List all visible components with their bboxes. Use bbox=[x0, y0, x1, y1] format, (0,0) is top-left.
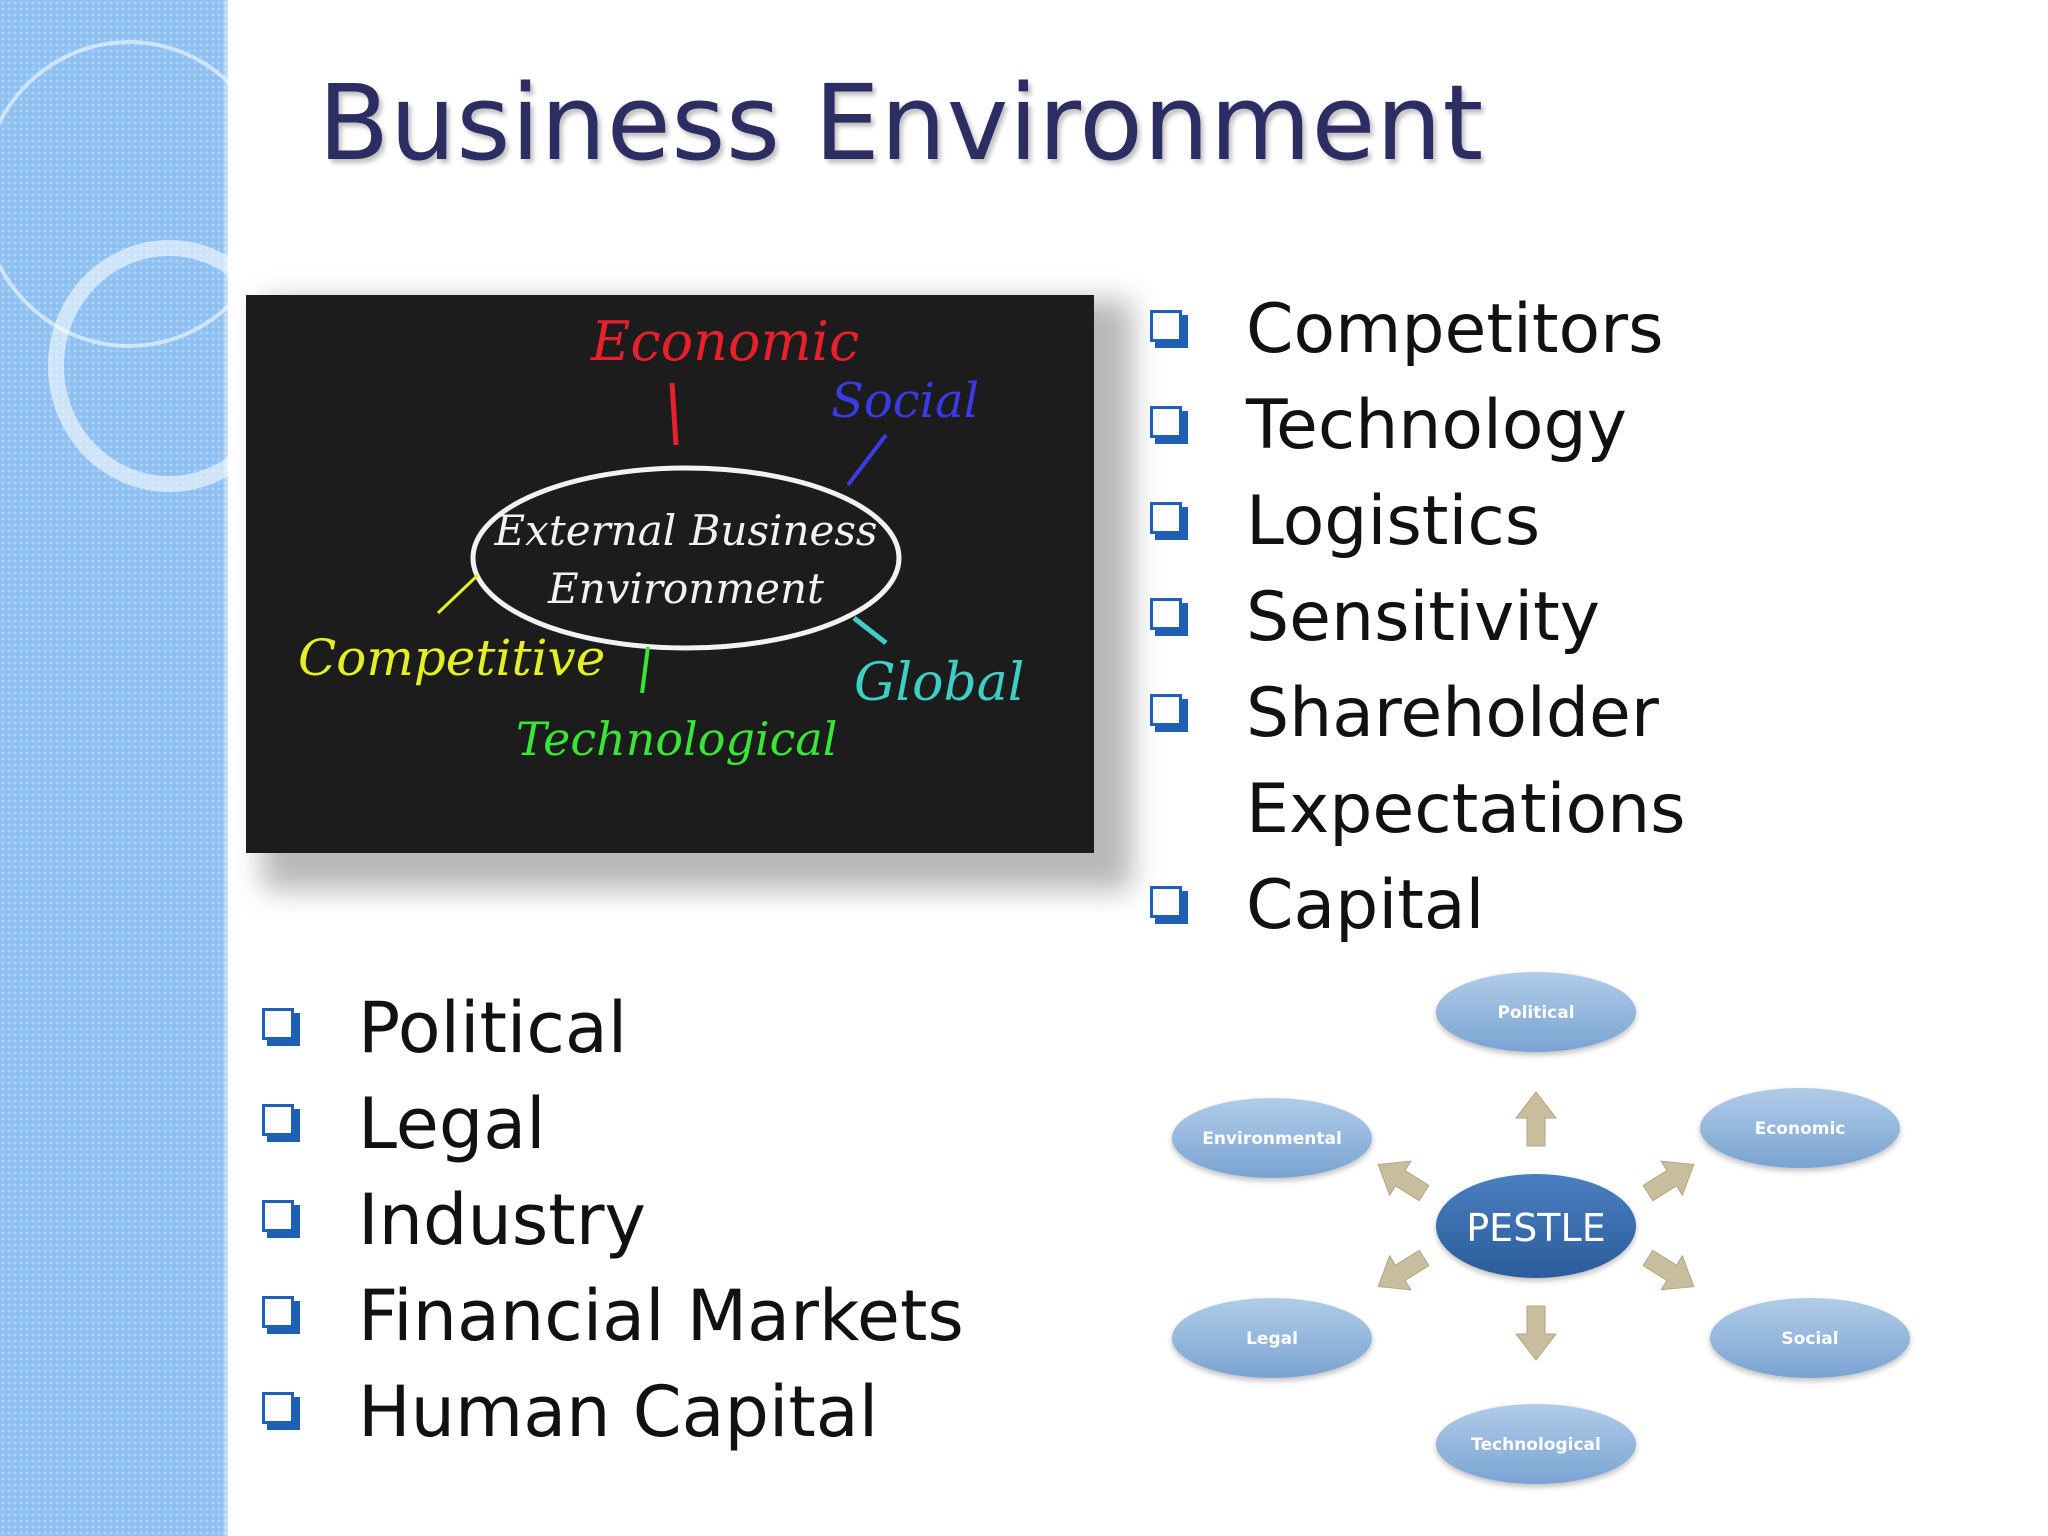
factor-label: Industry bbox=[358, 1179, 646, 1261]
factor-label: Capital bbox=[1246, 866, 1485, 945]
list-item: Competitors bbox=[1148, 282, 1676, 378]
factors-list-left: Political Legal Industry Financial Marke… bbox=[262, 980, 964, 1460]
checkbox-bullet-icon bbox=[1150, 502, 1190, 542]
connector-economic bbox=[669, 382, 679, 446]
connector-technological bbox=[640, 646, 650, 694]
list-item: Financial Markets bbox=[262, 1268, 964, 1364]
factor-label: Shareholder Expectations bbox=[1246, 674, 1686, 849]
pestle-node-label: Environmental bbox=[1202, 1129, 1342, 1149]
checkbox-bullet-icon bbox=[1150, 694, 1190, 734]
list-item: Sensitivity bbox=[1148, 570, 1676, 666]
pestle-node-label: Technological bbox=[1471, 1435, 1601, 1455]
arrow-upper-right-icon bbox=[1636, 1146, 1705, 1211]
checkbox-bullet-icon bbox=[262, 1296, 302, 1336]
arrow-lower-left-icon bbox=[1367, 1240, 1436, 1305]
pestle-node-label: Social bbox=[1781, 1329, 1838, 1349]
list-item: Legal bbox=[262, 1076, 964, 1172]
decorative-side-band bbox=[0, 0, 290, 1536]
factor-label: Political bbox=[358, 987, 628, 1069]
pestle-node-social: Social bbox=[1710, 1298, 1910, 1378]
pestle-center-node: PESTLE bbox=[1436, 1174, 1636, 1278]
factor-label: Financial Markets bbox=[358, 1275, 964, 1357]
center-label-line-2: Environment bbox=[547, 564, 824, 613]
pestle-node-environmental: Environmental bbox=[1172, 1098, 1372, 1178]
factor-label: Technology bbox=[1246, 386, 1627, 465]
branch-technological: Technological bbox=[516, 712, 838, 766]
arrow-lower-right-icon bbox=[1636, 1240, 1705, 1305]
checkbox-bullet-icon bbox=[1150, 598, 1190, 638]
pestle-node-economic: Economic bbox=[1700, 1088, 1900, 1168]
factor-label: Legal bbox=[358, 1083, 546, 1165]
connector-competitive bbox=[436, 573, 480, 615]
factors-list-right: Competitors Technology Logistics Sensiti… bbox=[1148, 282, 1686, 954]
connector-global bbox=[852, 616, 888, 645]
arrow-upper-left-icon bbox=[1367, 1146, 1436, 1211]
factor-label: Logistics bbox=[1246, 482, 1541, 561]
arrow-down-icon bbox=[1515, 1305, 1557, 1361]
business-environment-chalkboard-image: External Business Environment Economic S… bbox=[246, 295, 1094, 853]
arrow-up-icon bbox=[1515, 1091, 1557, 1147]
checkbox-bullet-icon bbox=[262, 1200, 302, 1240]
list-item: Logistics bbox=[1148, 474, 1676, 570]
center-label-line-1: External Business bbox=[494, 506, 878, 555]
branch-global: Global bbox=[854, 653, 1024, 713]
list-item: Human Capital bbox=[262, 1364, 964, 1460]
factor-label: Competitors bbox=[1246, 290, 1664, 369]
checkbox-bullet-icon bbox=[1150, 310, 1190, 350]
checkbox-bullet-icon bbox=[262, 1104, 302, 1144]
checkbox-bullet-icon bbox=[1150, 886, 1190, 926]
checkbox-bullet-icon bbox=[262, 1392, 302, 1432]
pestle-center-label: PESTLE bbox=[1466, 1206, 1605, 1250]
checkbox-bullet-icon bbox=[262, 1008, 302, 1048]
factor-label: Sensitivity bbox=[1246, 578, 1601, 657]
pestle-node-political: Political bbox=[1436, 972, 1636, 1052]
factor-label: Human Capital bbox=[358, 1371, 879, 1453]
list-item: Political bbox=[262, 980, 964, 1076]
checkbox-bullet-icon bbox=[1150, 406, 1190, 446]
connector-social bbox=[846, 433, 888, 487]
pestle-node-label: Political bbox=[1497, 1003, 1574, 1023]
center-ellipse bbox=[470, 465, 902, 651]
list-item: Industry bbox=[262, 1172, 964, 1268]
branch-competitive: Competitive bbox=[298, 629, 605, 687]
pestle-node-legal: Legal bbox=[1172, 1298, 1372, 1378]
pestle-node-label: Economic bbox=[1755, 1119, 1846, 1139]
list-item: Capital bbox=[1148, 858, 1676, 954]
pestle-node-technological: Technological bbox=[1436, 1404, 1636, 1484]
list-item: Technology bbox=[1148, 378, 1676, 474]
slide-title: Business Environment bbox=[318, 62, 1484, 184]
pestle-diagram: PESTLE Political Economic Social Technol… bbox=[1150, 960, 1930, 1500]
list-item: Shareholder Expectations bbox=[1148, 666, 1686, 858]
chalkboard-diagram: External Business Environment Economic S… bbox=[298, 310, 1024, 766]
branch-social: Social bbox=[831, 373, 979, 429]
pestle-node-label: Legal bbox=[1246, 1329, 1298, 1349]
branch-economic: Economic bbox=[590, 310, 859, 373]
